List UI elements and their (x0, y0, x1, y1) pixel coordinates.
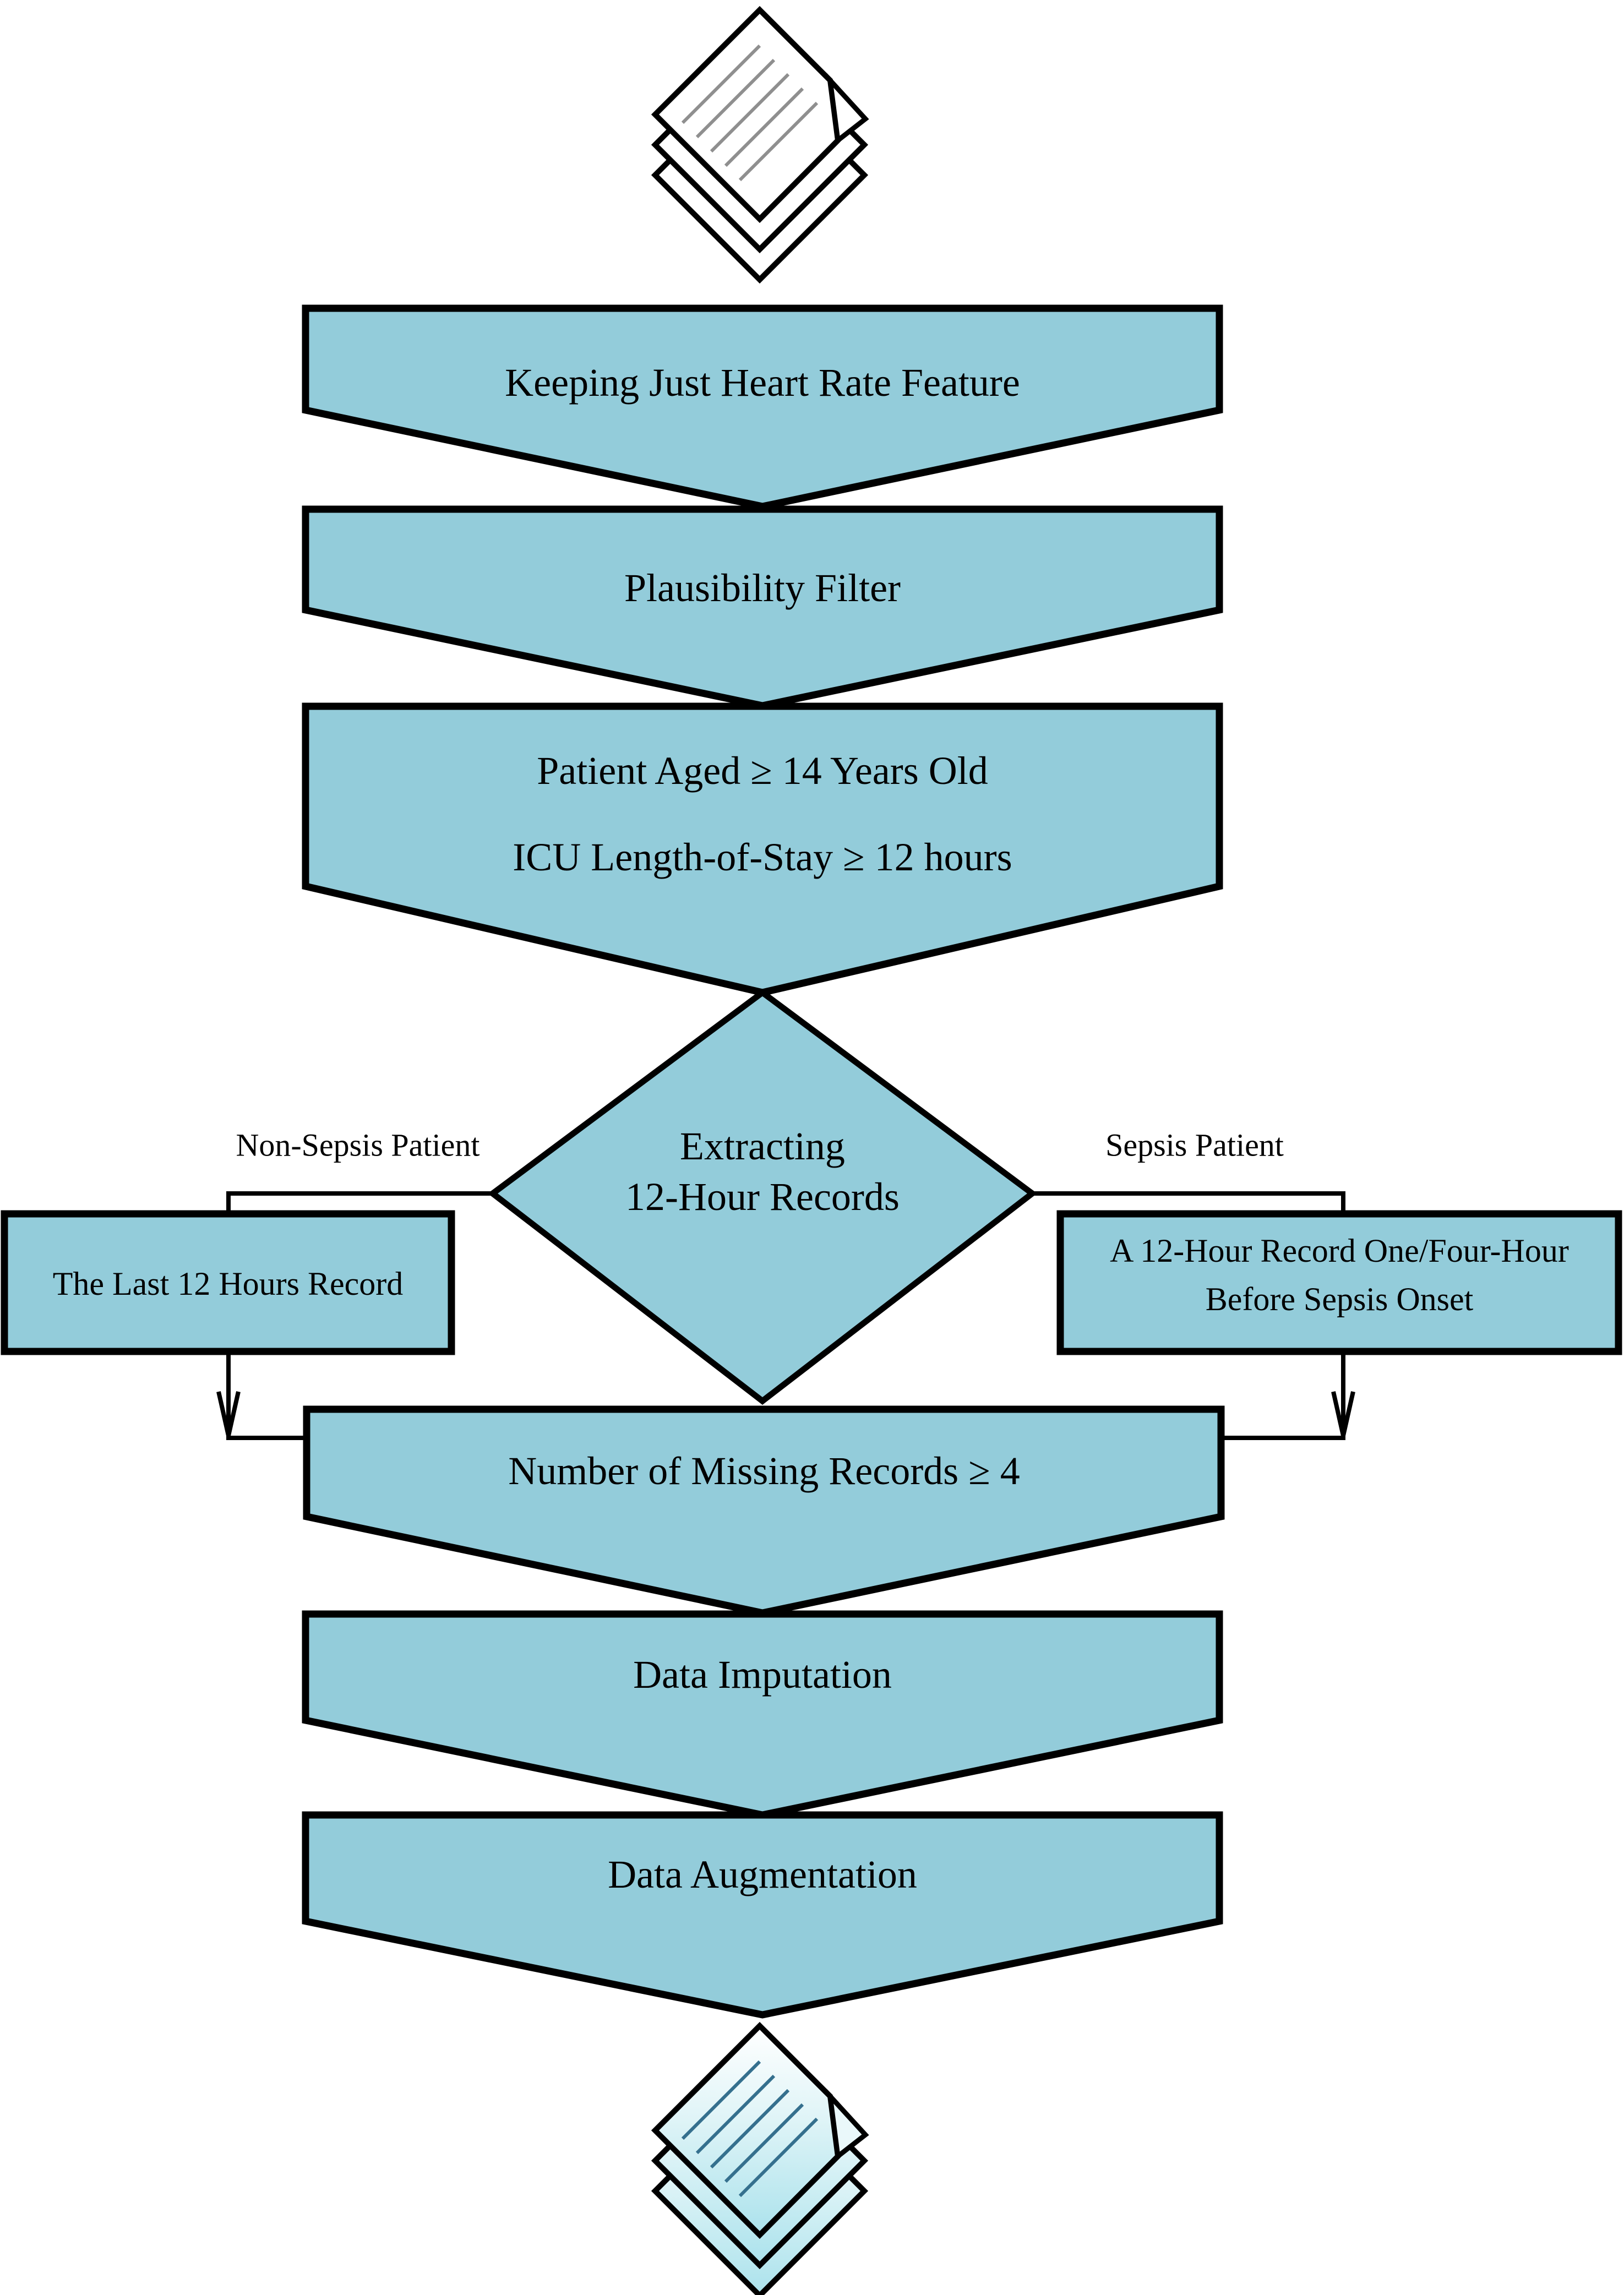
down-arrowhead-icon (1331, 1391, 1355, 1436)
decision-extract-12h-line1: Extracting (680, 1124, 845, 1168)
branch-label-non-sepsis: Non-Sepsis Patient (236, 1127, 479, 1163)
node-12h-before-onset-line2: Before Sepsis Onset (1206, 1281, 1474, 1317)
node-data-imputation-label: Data Imputation (633, 1653, 892, 1697)
document-stack-teal-icon (651, 2021, 869, 2295)
page-fold-corner-icon (826, 73, 869, 145)
node-data-imputation (302, 1610, 1223, 1819)
page-text-lines (681, 44, 819, 182)
node-data-augmentation-label: Data Augmentation (608, 1852, 917, 1896)
decision-extract-12h-line2: 12-Hour Records (625, 1175, 900, 1219)
page-text-lines (681, 2060, 819, 2198)
node-data-augmentation (302, 1811, 1223, 2019)
node-age-los-filter-line2: ICU Length-of-Stay ≥ 12 hours (513, 835, 1012, 879)
connector-right-to-merge (1221, 1351, 1345, 1440)
node-plausibility-filter (302, 505, 1223, 710)
branch-label-sepsis: Sepsis Patient (1105, 1127, 1284, 1163)
node-missing-records (303, 1405, 1225, 1617)
node-age-los-filter-line1: Patient Aged ≥ 14 Years Old (537, 749, 988, 793)
node-keep-heart-rate (302, 304, 1223, 510)
document-stack-icon (651, 6, 869, 284)
connector-right-branch (1032, 1191, 1345, 1213)
node-last-12h-record (1, 1210, 455, 1355)
down-arrowhead-icon (216, 1391, 241, 1436)
connector-left-branch (226, 1191, 493, 1213)
node-age-los-filter (302, 702, 1223, 996)
connector-left-to-merge (226, 1351, 307, 1440)
node-plausibility-filter-label: Plausibility Filter (624, 566, 901, 610)
node-missing-records-label: Number of Missing Records ≥ 4 (508, 1449, 1020, 1493)
node-12h-before-onset (1056, 1210, 1622, 1355)
node-last-12h-record-label: The Last 12 Hours Record (53, 1266, 404, 1302)
page-fold-corner-icon (826, 2089, 869, 2161)
decision-extract-12h (487, 989, 1038, 1405)
node-keep-heart-rate-label: Keeping Just Heart Rate Feature (505, 361, 1020, 405)
node-12h-before-onset-line1: A 12-Hour Record One/Four-Hour (1110, 1233, 1569, 1269)
